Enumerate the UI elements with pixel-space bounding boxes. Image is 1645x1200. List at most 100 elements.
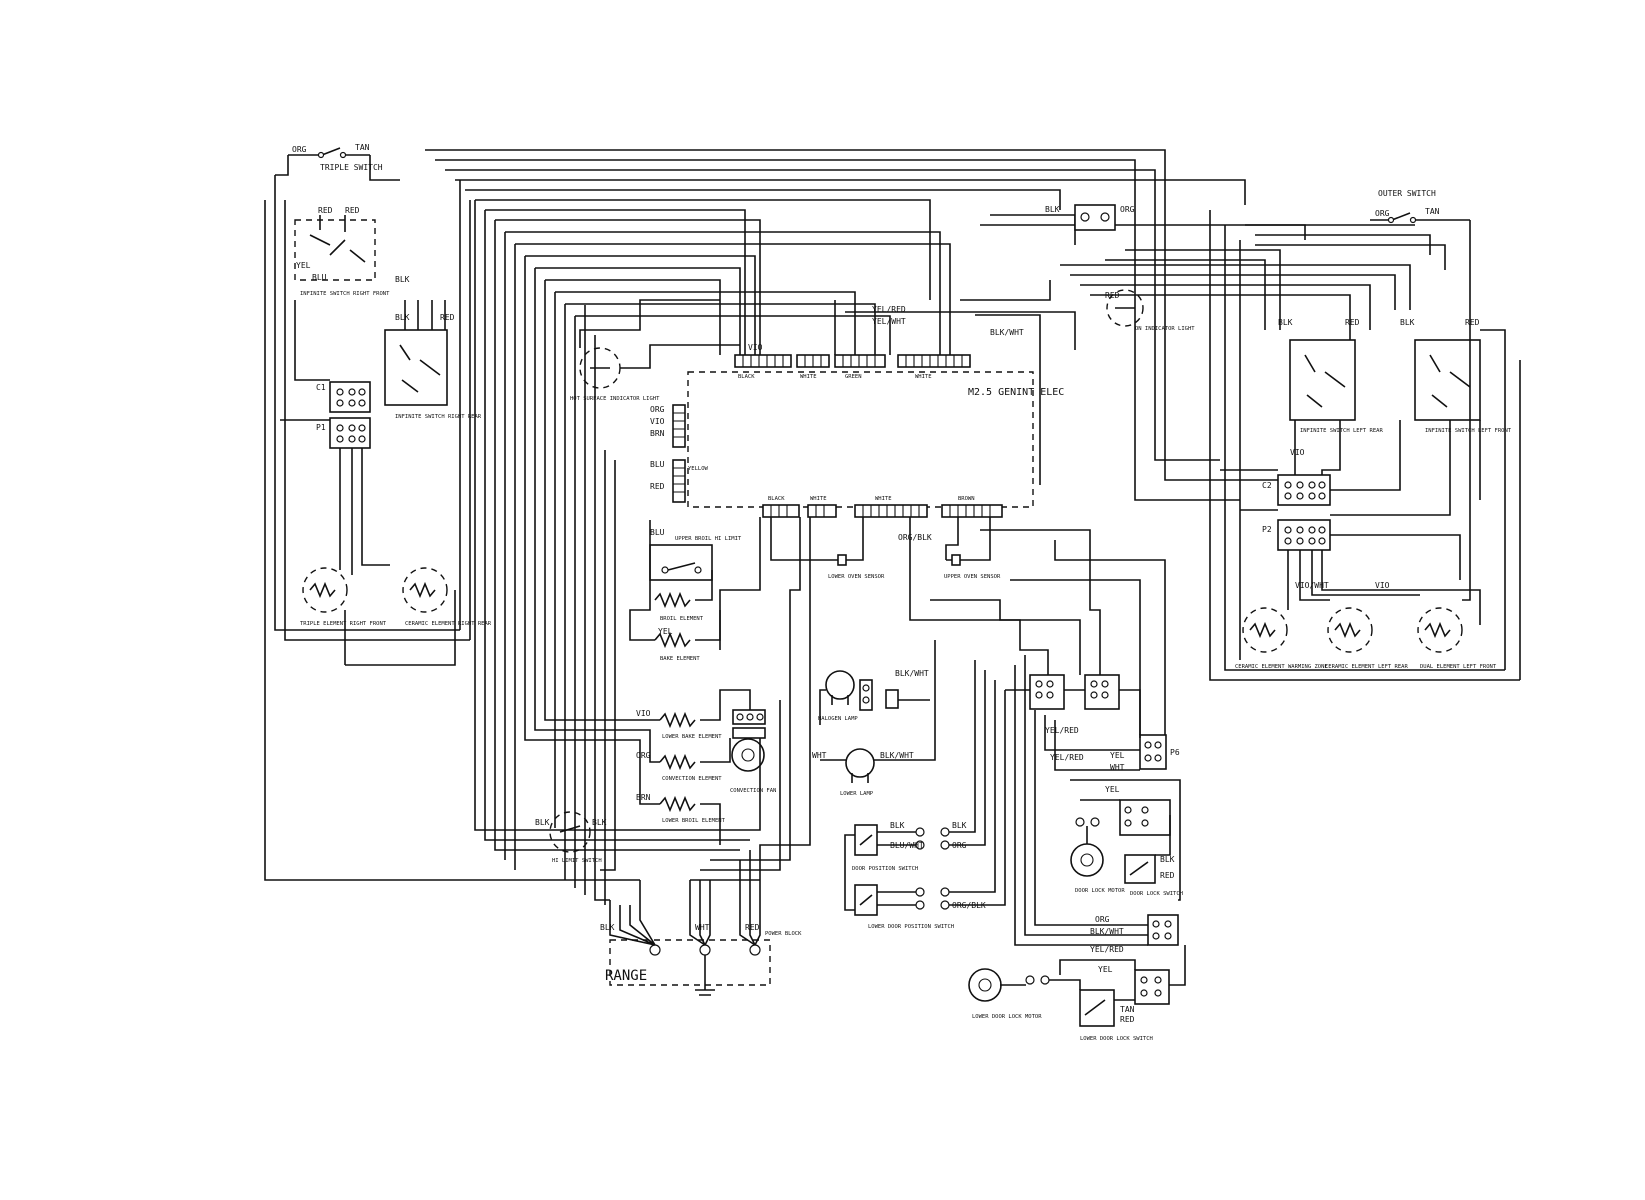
wire-label-yel-red-3: YEL/RED [1050,753,1084,762]
upper-oven-sensor-label: UPPER OVEN SENSOR [944,574,1001,580]
infinite-switch-right-rear-label: INFINITE SWITCH RIGHT REAR [395,414,482,420]
wire-label-blk-3: BLK [535,818,550,827]
wire-label-red-3: RED [440,313,455,322]
warming-zone-label: CERAMIC ELEMENT WARMING ZONE [1235,664,1328,670]
wire-label-blu-2: BLU [650,460,665,469]
wire-label-brn: BRN [650,429,665,438]
wire-label-brn-2: BRN [636,793,651,802]
wire-label-blu-3: BLU [650,528,665,537]
wire-label-tan-2: TAN [1120,1005,1135,1014]
wire-label-yel-red: YEL/RED [872,305,906,314]
connector-label-white-1: WHITE [800,374,817,380]
left-surface-section: ORG TAN TRIPLE SWITCH RED RED YEL BLU BL… [264,143,640,881]
hi-limit-switch-label: HI LIMIT SWITCH [552,858,602,864]
connector-yellow-left [672,459,686,503]
connector-white-top-2 [897,354,971,368]
wire-label-blk-1: BLK [395,275,410,284]
wire-label-blk-wht-1: BLK/WHT [990,328,1024,337]
right-surface-section: ORG TAN OUTER SWITCH ON INDICATOR LIGHT … [1045,189,1521,681]
halogen-lamp-label: HALOGEN LAMP [818,716,858,722]
wire-label-blk-wht-3: BLK/WHT [880,751,914,760]
connector-label-black-2: BLACK [768,496,785,502]
wire-label-yel-3: YEL [1110,751,1125,760]
lamps: HALOGEN LAMP BLK/WHT LOWER LAMP WHT BLK/… [812,640,936,797]
wire-label-red-7: RED [1105,291,1120,300]
connector-black-top [734,354,792,368]
connector-orange-left [672,404,686,448]
lower-oven-sensor-label: LOWER OVEN SENSOR [828,574,885,580]
connector-white-top [796,354,830,368]
wire-label-blk-5: BLK [890,821,905,830]
wire-label-blk-9: BLK [1278,318,1293,327]
wire-label-org-3: ORG [636,751,651,760]
wire-label-blk-wht-4: BLK/WHT [1090,927,1124,936]
lower-door-lock-switch-label: LOWER DOOR LOCK SWITCH [1080,1036,1153,1042]
left-front-element-label: DUAL ELEMENT LEFT FRONT [1420,664,1497,670]
lower-broil-element-label: LOWER BROIL ELEMENT [662,818,726,824]
wire-label-red-2: RED [345,206,360,215]
oven-elements: UPPER BROIL HI LIMIT BROIL ELEMENT BAKE … [474,200,776,905]
door-lock-section: YEL/RED YEL/RED YEL WHT P6 DOOR LOCK MOT… [909,517,1186,1042]
connector-white-bottom-2 [854,504,928,518]
wire-label-red-4: RED [650,482,665,491]
wire-label-tan: TAN [355,143,370,152]
wire-label-yel-wht: YEL/WHT [872,317,906,326]
convection-element-label: CONVECTION ELEMENT [662,776,722,782]
triple-switch-label: TRIPLE SWITCH [320,163,383,172]
connector-label-brown: BROWN [958,496,975,502]
wire-label-yel-4: YEL [1105,785,1120,794]
wire-label-org-2: ORG [650,405,665,414]
wire-label-yel-red-2: YEL/RED [1045,726,1079,735]
wire-label-vio-4: VIO [1290,448,1305,457]
left-rear-element-label: CERAMIC ELEMENT LEFT REAR [1325,664,1408,670]
central-control: M2.5 GENINT ELEC VIO YEL/RED YEL/WHT BLK… [570,299,1064,580]
lower-door-lock-motor-label: LOWER DOOR LOCK MOTOR [972,1014,1042,1020]
power-block: RANGE POWER BLOCK BLK WHT RED [600,517,811,996]
wire-label-blk-11: BLK [600,923,615,932]
lower-lamp-label: LOWER LAMP [840,791,874,797]
wire-label-tan-3: TAN [1425,207,1440,216]
connector-label-p1: P1 [316,423,326,432]
wire-label-red-10: RED [745,923,760,932]
wire-label-org: ORG [292,145,307,154]
connector-white-bottom [807,504,837,518]
lower-door-position-switch-label: LOWER DOOR POSITION SWITCH [868,924,954,930]
wire-label-vio-5: VIO [1375,581,1390,590]
wire-label-blk-wht-2: BLK/WHT [895,669,929,678]
wire-label-org-6: ORG [1375,209,1390,218]
connector-label-p6: P6 [1170,748,1180,757]
connector-brown-bottom [941,504,1003,518]
connector-label-white-2: WHITE [915,374,932,380]
wire-label-red-8: RED [1345,318,1360,327]
connector-black-bottom [762,504,800,518]
wire-label-blk-10: BLK [1400,318,1415,327]
upper-broil-hi-limit-label: UPPER BROIL HI LIMIT [675,536,742,542]
wire-label-red-6: RED [1120,1015,1135,1024]
convection-fan-label: CONVECTION FAN [730,788,776,794]
connector-label-white-4: WHITE [875,496,892,502]
wire-label-vio-1: VIO [748,343,763,352]
power-block-label: POWER BLOCK [765,931,802,937]
connector-label-white-3: WHITE [810,496,827,502]
door-lock-motor-label: DOOR LOCK MOTOR [1075,888,1125,894]
wire-label-red-9: RED [1465,318,1480,327]
wire-label-yel-2: YEL [658,627,673,636]
connector-label-black: BLACK [738,374,755,380]
wire-label-vio-3: VIO [636,709,651,718]
infinite-switch-left-rear-label: INFINITE SWITCH LEFT REAR [1300,428,1383,434]
hot-surface-light-label: HOT SURFACE INDICATOR LIGHT [570,396,660,402]
wire-label-yel-red-4: YEL/RED [1090,945,1124,954]
connector-label-p2: P2 [1262,525,1272,534]
wire-label-blk-7: BLK [1160,855,1175,864]
connector-label-c1: C1 [316,383,326,392]
broil-element-label: BROIL ELEMENT [660,616,704,622]
connector-label-green: GREEN [845,374,862,380]
infinite-switch-right-front-label: INFINITE SWITCH RIGHT FRONT [300,291,390,297]
infinite-switch-left-front-label: INFINITE SWITCH LEFT FRONT [1425,428,1512,434]
main-harness [425,149,1446,485]
wire-label-red-1: RED [318,206,333,215]
wire-label-blk-4: BLK [592,818,607,827]
wire-label-org-blk-1: ORG/BLK [898,533,932,542]
wire-label-red-5: RED [1160,871,1175,880]
door-lock-switch-label: DOOR LOCK SWITCH [1130,891,1183,897]
